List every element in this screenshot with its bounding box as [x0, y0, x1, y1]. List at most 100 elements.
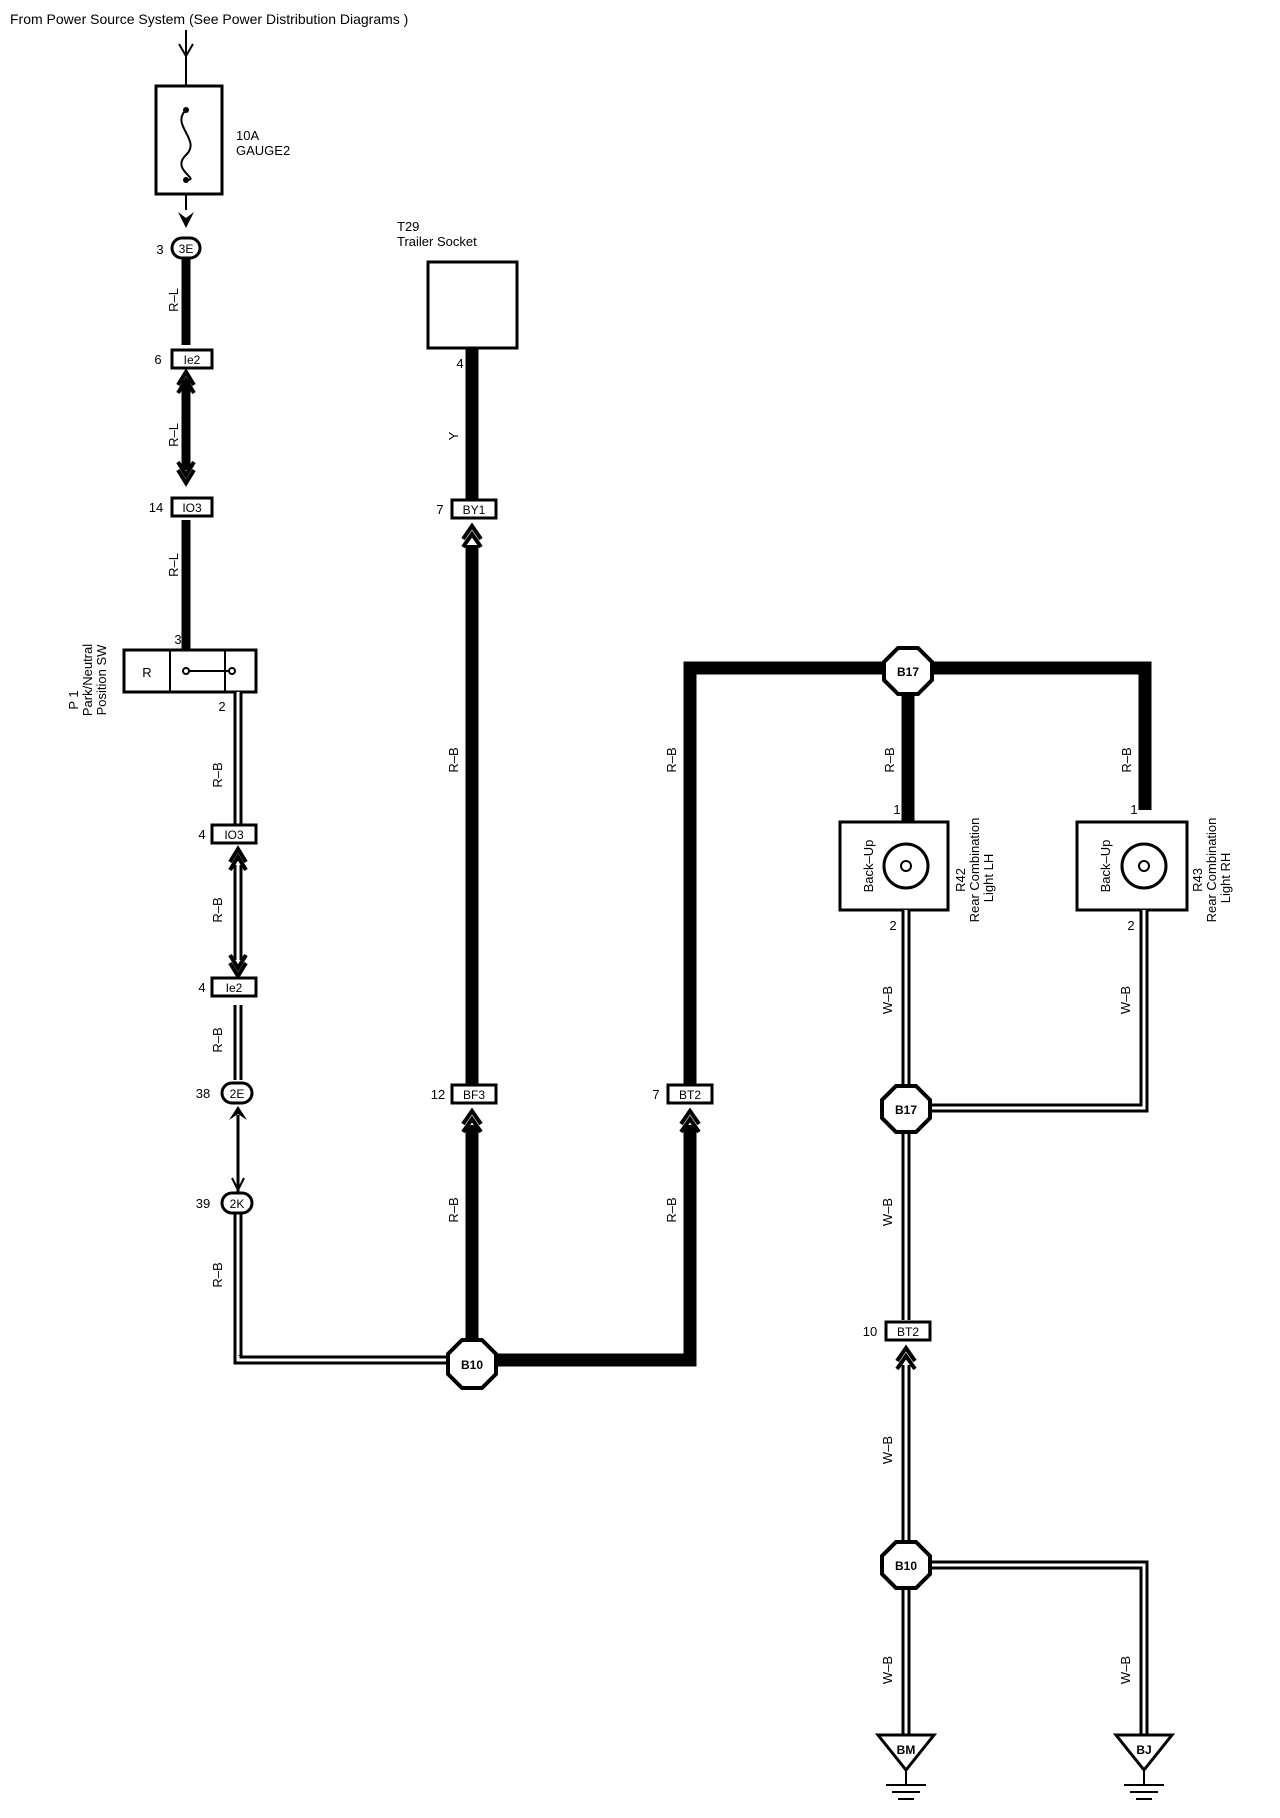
wire-color-label: R–B: [882, 747, 897, 772]
wire-color-label: R–B: [446, 747, 461, 772]
svg-text:BF3: BF3: [463, 1088, 485, 1102]
svg-text:BY1: BY1: [463, 503, 486, 517]
wire-color-label: R–B: [210, 1262, 225, 1287]
svg-text:3E: 3E: [179, 242, 194, 256]
arrow-down-icon: [178, 212, 194, 228]
wire-r-b-switch: [233, 692, 450, 1365]
junction-b17-top: B17: [882, 646, 934, 696]
connector-2k: 2K 39: [196, 1177, 254, 1215]
connector-ie2-6: Ie2 6: [154, 348, 214, 395]
bulb-icon: [1120, 842, 1168, 890]
lamp-lh-code: R42: [953, 868, 968, 892]
wire-color-label: R–B: [664, 747, 679, 772]
wire-color-label: R–L: [166, 423, 181, 447]
wire-color-label: R–B: [1119, 747, 1134, 772]
bulb-icon: [882, 842, 930, 890]
park-neutral-position-switch: R 3 2: [122, 632, 258, 714]
svg-text:B17: B17: [895, 1103, 917, 1117]
wire-w-b: [901, 910, 1149, 1735]
svg-text:B10: B10: [895, 1559, 917, 1573]
connector-io3-14: IO3 14: [149, 460, 214, 518]
svg-text:4: 4: [198, 827, 205, 842]
svg-text:14: 14: [149, 500, 163, 515]
fuse-gauge2: [154, 84, 224, 196]
svg-text:3: 3: [156, 242, 163, 257]
junction-b10: B10: [446, 1338, 498, 1390]
svg-text:BM: BM: [897, 1743, 916, 1757]
junction-b17-mid: B17: [880, 1084, 932, 1134]
connector-bt2-7: BT2 7: [652, 1083, 714, 1134]
svg-text:Ie2: Ie2: [184, 353, 201, 367]
svg-text:Back–Up: Back–Up: [1098, 840, 1113, 893]
trailer-socket-name: Trailer Socket: [397, 234, 477, 249]
connector-2e: 2E 38: [196, 1081, 254, 1120]
ground-bm: BM: [874, 1733, 938, 1800]
wire-color-label: W–B: [880, 1436, 895, 1464]
lamp-rh-code: R43: [1190, 868, 1205, 892]
wire-r-b-right: [490, 661, 1152, 1367]
svg-text:1: 1: [1130, 802, 1137, 817]
source-note: From Power Source System (See Power Dist…: [10, 11, 408, 27]
wire-color-label: R–B: [210, 1027, 225, 1052]
svg-text:1: 1: [893, 802, 900, 817]
svg-text:IO3: IO3: [224, 828, 244, 842]
wire-color-label: R–B: [446, 1197, 461, 1222]
svg-text:38: 38: [196, 1086, 210, 1101]
wire-color-label: R–B: [664, 1197, 679, 1222]
wire-color-label: W–B: [880, 986, 895, 1014]
svg-text:39: 39: [196, 1196, 210, 1211]
svg-text:2: 2: [218, 699, 225, 714]
fuse-rating: 10A: [236, 128, 259, 143]
svg-text:B17: B17: [897, 665, 919, 679]
wire-color-label: W–B: [1118, 1656, 1133, 1684]
svg-text:BT2: BT2: [679, 1088, 701, 1102]
svg-text:6: 6: [154, 352, 161, 367]
trailer-socket-code: T29: [397, 219, 419, 234]
wire-color-label: W–B: [1118, 986, 1133, 1014]
wire-color-label: Y: [446, 431, 461, 440]
svg-text:4: 4: [198, 980, 205, 995]
switch-code: P 1: [66, 690, 81, 709]
connector-io3-4: IO3 4: [198, 823, 258, 872]
svg-text:IO3: IO3: [182, 501, 202, 515]
rear-combination-light-rh: 1 Back–Up 2: [1075, 802, 1189, 933]
svg-text:12: 12: [431, 1087, 445, 1102]
svg-text:B10: B10: [461, 1358, 483, 1372]
lamp-lh-line2: Light LH: [981, 854, 996, 902]
wire-color-label: R–L: [166, 553, 181, 577]
svg-text:R: R: [142, 665, 151, 680]
svg-text:7: 7: [652, 1087, 659, 1102]
svg-text:2K: 2K: [230, 1197, 245, 1211]
svg-text:2E: 2E: [230, 1087, 245, 1101]
svg-text:Back–Up: Back–Up: [861, 840, 876, 893]
wire-color-label: R–L: [166, 288, 181, 312]
lamp-rh-line2: Light RH: [1218, 853, 1233, 904]
svg-text:2: 2: [889, 918, 896, 933]
svg-text:Ie2: Ie2: [226, 981, 243, 995]
trailer-socket-pin: 4: [456, 356, 463, 371]
lamp-rh-line1: Rear Combination: [1204, 818, 1219, 923]
wire-color-label: W–B: [880, 1198, 895, 1226]
fuse-name: GAUGE2: [236, 143, 290, 158]
wire-color-label: R–B: [210, 762, 225, 787]
connector-by1: BY1 7: [436, 498, 498, 549]
trailer-socket: [426, 260, 519, 350]
switch-name-line2: Position SW: [94, 644, 109, 716]
connector-ie2-4: Ie2 4: [198, 953, 258, 998]
svg-text:BT2: BT2: [897, 1325, 919, 1339]
svg-text:2: 2: [1127, 918, 1134, 933]
rear-combination-light-lh: 1 Back–Up 2: [838, 802, 950, 933]
svg-text:3: 3: [174, 632, 181, 647]
connector-bf3: BF3 12: [431, 1083, 498, 1134]
lamp-lh-line1: Rear Combination: [967, 818, 982, 923]
connector-bt2-10: BT2 10: [863, 1320, 932, 1371]
connector-3e: 3E 3: [156, 236, 202, 260]
wire-color-label: R–B: [210, 897, 225, 922]
wire-color-label: W–B: [880, 1656, 895, 1684]
svg-text:7: 7: [436, 502, 443, 517]
svg-text:BJ: BJ: [1136, 1743, 1151, 1757]
junction-b10-right: B10: [880, 1540, 932, 1590]
svg-text:10: 10: [863, 1324, 877, 1339]
ground-bj: BJ: [1112, 1733, 1176, 1800]
